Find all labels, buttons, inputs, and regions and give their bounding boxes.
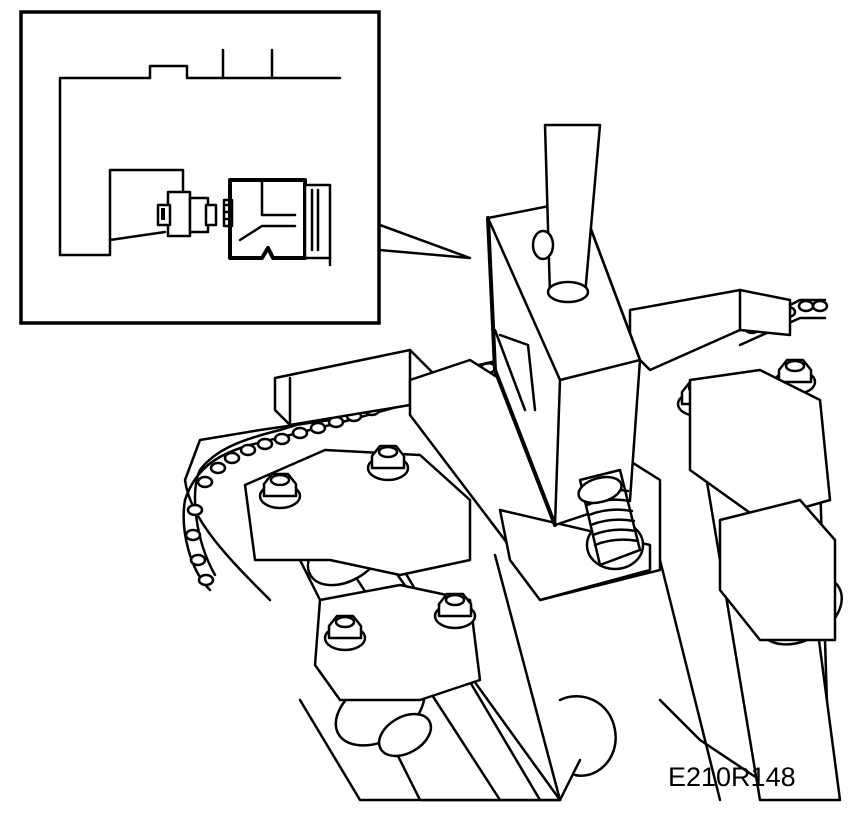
chain-link xyxy=(197,573,215,587)
figure-reference-code: E210R148 xyxy=(668,762,796,792)
thread-line xyxy=(587,508,634,517)
chain-link xyxy=(811,299,829,313)
chain-link xyxy=(189,553,207,567)
right-camshaft xyxy=(688,368,844,802)
chain-link xyxy=(184,528,202,542)
thread-line xyxy=(591,528,638,537)
chain-link xyxy=(309,421,327,435)
chain-link xyxy=(256,437,274,451)
bolt-head xyxy=(323,614,367,652)
bolt-head xyxy=(366,444,410,482)
callout-pointer xyxy=(378,223,472,260)
chain-link xyxy=(223,451,241,465)
chain-link xyxy=(291,426,309,440)
chain-link xyxy=(797,299,815,313)
chain-link xyxy=(186,503,204,517)
thread-line xyxy=(593,538,640,547)
detail-view-inset-icon xyxy=(19,10,381,325)
chain-link xyxy=(209,461,227,475)
chain-link xyxy=(196,475,214,489)
camshaft-locking-tool-icon xyxy=(273,123,792,602)
bolt-head xyxy=(433,592,477,630)
thread-line xyxy=(589,518,636,527)
bolt-head xyxy=(258,472,302,510)
chain-link xyxy=(273,432,291,446)
chain-link xyxy=(239,443,257,457)
